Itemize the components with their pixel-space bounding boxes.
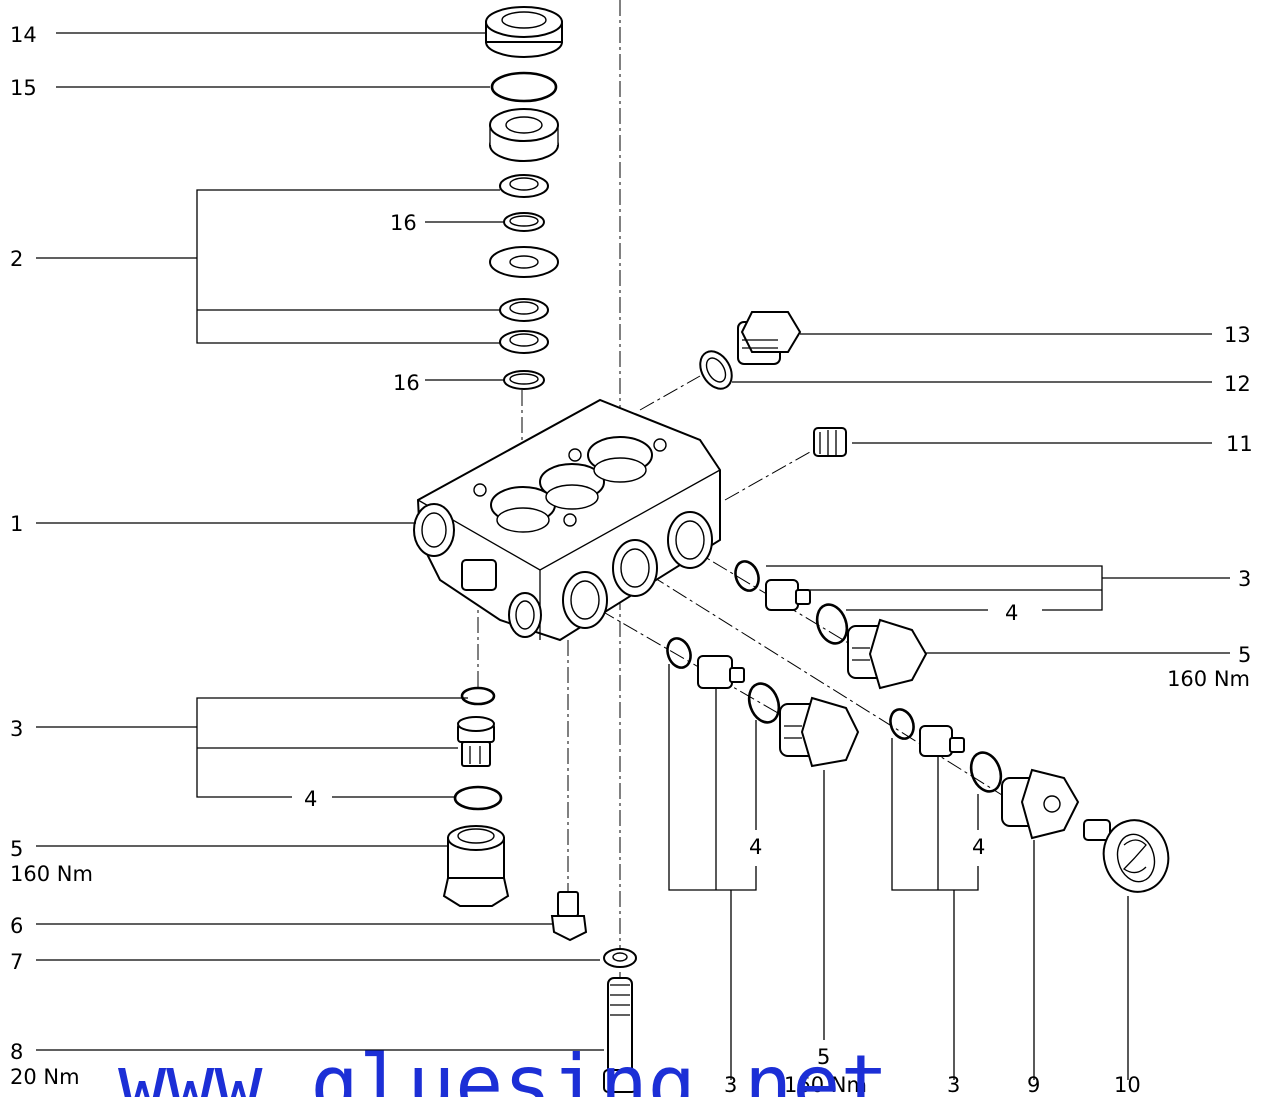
valve-left-3 xyxy=(457,716,495,767)
o-ring-middle xyxy=(666,637,692,669)
washer-ring xyxy=(489,246,559,278)
label-6: 6 xyxy=(10,914,23,938)
bolt-6 xyxy=(550,891,588,942)
seal-housing-14 xyxy=(485,6,563,58)
o-ring-left-4 xyxy=(453,785,503,811)
o-ring-left-top xyxy=(460,686,496,706)
torque-5-right: 160 Nm xyxy=(1167,667,1250,691)
plug-middle-5 xyxy=(779,696,860,768)
leader-lines xyxy=(36,32,1230,1080)
washer-12 xyxy=(699,350,733,390)
o-ring-15 xyxy=(490,71,558,103)
label-3-left: 3 xyxy=(10,717,23,741)
valve-upper-right xyxy=(765,579,811,611)
valve-middle xyxy=(697,655,745,689)
o-ring-upper-right-4 xyxy=(815,603,849,645)
label-16-lower: 16 xyxy=(393,371,420,395)
valve-lower xyxy=(919,725,965,757)
seal-ring-b xyxy=(499,298,549,322)
label-5-right: 5 xyxy=(1238,643,1251,667)
plug-13 xyxy=(737,311,802,365)
seal-ring-a xyxy=(499,174,549,198)
label-4-lower: 4 xyxy=(972,835,985,859)
label-1: 1 xyxy=(10,512,23,536)
plug-left-5 xyxy=(442,825,510,907)
label-4-middle: 4 xyxy=(749,835,762,859)
fitting-9 xyxy=(1001,768,1080,840)
o-ring-upper-right xyxy=(734,560,760,592)
bolt-8 xyxy=(603,977,637,1093)
label-3-bottom-a: 3 xyxy=(724,1073,737,1097)
label-4-right: 4 xyxy=(1005,601,1018,625)
label-15: 15 xyxy=(10,76,37,100)
label-3-right: 3 xyxy=(1238,567,1251,591)
valve-10 xyxy=(1083,819,1170,893)
label-8: 8 xyxy=(10,1040,23,1064)
torque-5-left: 160 Nm xyxy=(10,862,93,886)
label-14: 14 xyxy=(10,23,37,47)
lock-washer-7 xyxy=(603,948,637,968)
label-2: 2 xyxy=(10,247,23,271)
o-ring-lower-4 xyxy=(969,751,1003,793)
seal-holder xyxy=(489,108,559,162)
seal-ring-c xyxy=(499,330,549,354)
label-4-left: 4 xyxy=(304,787,317,811)
ring-16a xyxy=(503,212,545,232)
o-ring-middle-4 xyxy=(747,682,781,724)
label-9: 9 xyxy=(1027,1073,1040,1097)
ring-16b xyxy=(503,370,545,390)
label-10: 10 xyxy=(1114,1073,1141,1097)
label-12: 12 xyxy=(1224,372,1251,396)
label-16-upper: 16 xyxy=(390,211,417,235)
screw-11 xyxy=(813,427,847,457)
watermark-text: www.gluesing.net xyxy=(118,1038,889,1097)
torque-8: 20 Nm xyxy=(10,1065,80,1089)
plug-upper-right-5 xyxy=(847,618,928,690)
label-5-left: 5 xyxy=(10,837,23,861)
label-11: 11 xyxy=(1226,432,1253,456)
label-7: 7 xyxy=(10,950,23,974)
torque-5-bottom: 160 Nm xyxy=(784,1073,867,1097)
label-13: 13 xyxy=(1224,323,1251,347)
label-3-bottom-b: 3 xyxy=(947,1073,960,1097)
pump-head-1 xyxy=(413,398,721,642)
label-5-bottom: 5 xyxy=(817,1045,830,1069)
o-ring-lower xyxy=(889,708,915,740)
